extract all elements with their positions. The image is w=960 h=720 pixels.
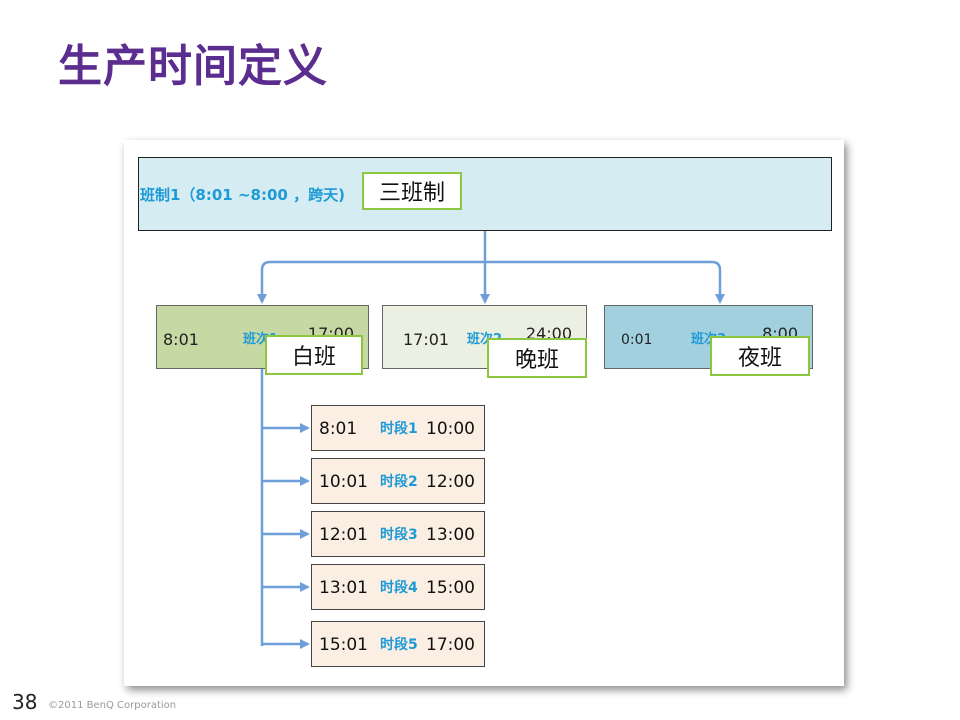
period-4-end: 15:00 — [426, 578, 475, 598]
period-2-label: 时段2 — [380, 474, 418, 490]
connector-to-shift-3 — [485, 260, 725, 304]
period-4-start: 13:01 — [319, 578, 368, 598]
period-box-5: 15:01 时段5 17:00 — [311, 621, 485, 667]
shift-3-callout: 夜班 — [710, 336, 810, 376]
period-5-label: 时段5 — [380, 637, 418, 653]
period-1-end: 10:00 — [426, 419, 475, 439]
period-1-start: 8:01 — [319, 419, 358, 439]
shift-system-callout: 三班制 — [362, 172, 462, 210]
shift-1-start: 8:01 — [163, 330, 199, 349]
connector-lines — [257, 231, 725, 649]
shift-2-start: 17:01 — [403, 330, 450, 349]
shift-3-start: 0:01 — [621, 332, 653, 348]
period-3-label: 时段3 — [380, 527, 418, 543]
period-box-2: 10:01 时段2 12:00 — [311, 458, 485, 504]
copyright-text: ©2011 BenQ Corporation — [48, 700, 177, 711]
shift-2-callout: 晚班 — [487, 338, 587, 378]
period-box-1: 8:01 时段1 10:00 — [311, 405, 485, 451]
period-4-label: 时段4 — [380, 580, 418, 596]
diagram-frame: 班制1（8:01 ~8:00 ，跨天) 三班制 8:01 班次1 17:00 1… — [124, 140, 844, 686]
period-5-start: 15:01 — [319, 635, 368, 655]
period-box-4: 13:01 时段4 15:00 — [311, 564, 485, 610]
connector-to-shift-1 — [257, 260, 485, 304]
period-5-end: 17:00 — [426, 635, 475, 655]
period-3-end: 13:00 — [426, 525, 475, 545]
period-1-label: 时段1 — [380, 421, 418, 437]
shift-1-callout: 白班 — [265, 335, 363, 375]
period-3-start: 12:01 — [319, 525, 368, 545]
period-2-start: 10:01 — [319, 472, 368, 492]
page-number: 38 — [12, 690, 38, 714]
shift-system-label: 班制1（8:01 ~8:00 ，跨天) — [140, 186, 345, 204]
shift-system-box — [138, 157, 832, 231]
period-2-end: 12:00 — [426, 472, 475, 492]
page-title: 生产时间定义 — [58, 41, 328, 92]
period-box-3: 12:01 时段3 13:00 — [311, 511, 485, 557]
